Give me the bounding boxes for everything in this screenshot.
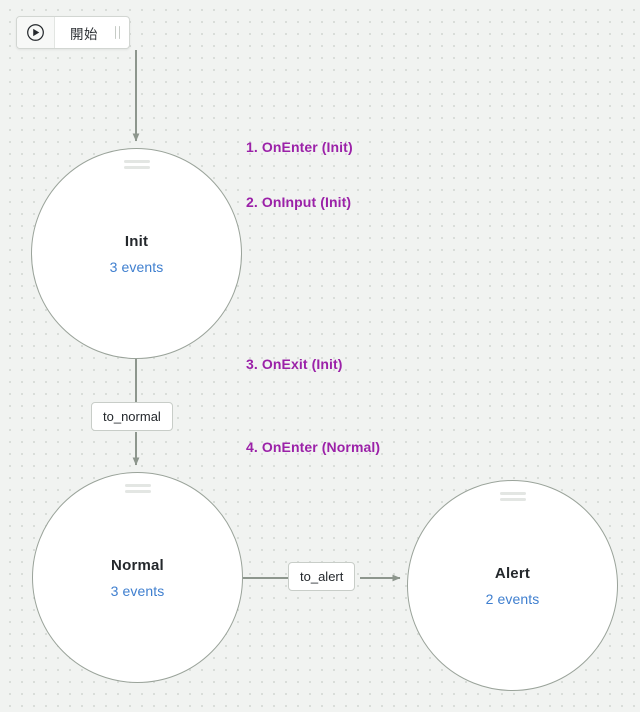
transition-label-to-alert-text: to_alert (300, 569, 344, 584)
transition-label-to-normal-text: to_normal (103, 409, 161, 424)
annotation-step-3: 3. OnExit (Init) (246, 356, 343, 372)
state-normal-title: Normal (111, 556, 164, 574)
transition-label-to-normal[interactable]: to_normal (91, 402, 173, 431)
state-alert-events-count: 2 events (485, 590, 540, 607)
start-node-label: 開始 (70, 26, 98, 42)
start-node-drag-grip-icon[interactable] (112, 17, 129, 48)
state-alert-title: Alert (494, 564, 531, 582)
state-normal-events-count: 3 events (110, 582, 165, 599)
state-normal-drag-grip-icon[interactable] (124, 484, 151, 496)
play-circle-icon[interactable] (17, 17, 55, 48)
state-alert-drag-grip-icon[interactable] (499, 492, 526, 504)
annotation-step-2: 2. OnInput (Init) (246, 194, 352, 210)
state-init-drag-grip-icon[interactable] (123, 160, 150, 172)
annotation-step-4: 4. OnEnter (Normal) (246, 439, 381, 455)
state-init-title: Init (124, 232, 149, 250)
state-node-init[interactable]: Init 3 events (31, 148, 242, 359)
transition-label-to-alert[interactable]: to_alert (288, 562, 356, 591)
start-node[interactable]: 開始 (16, 16, 130, 49)
state-init-events-count: 3 events (109, 258, 164, 275)
annotation-step-1: 1. OnEnter (Init) (246, 139, 353, 155)
state-node-normal[interactable]: Normal 3 events (32, 472, 243, 683)
state-node-alert[interactable]: Alert 2 events (407, 480, 618, 691)
